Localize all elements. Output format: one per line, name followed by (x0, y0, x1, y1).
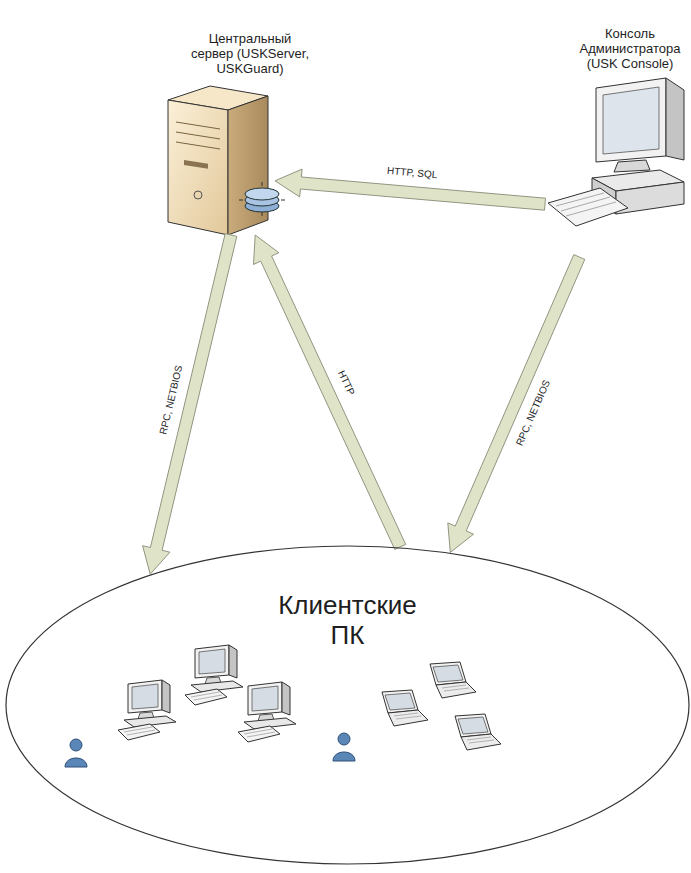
block-arrow (448, 255, 585, 553)
client-group: Клиентские ПК (5, 545, 690, 865)
client-computers (65, 645, 501, 767)
protocol-label: HTTP (334, 366, 358, 398)
node-heading: Центральный сервер (USKServer, USKGuard) (190, 31, 310, 76)
console-node: Консоль Администратора (USK Console) (545, 75, 688, 257)
node-heading: Консоль Администратора (USK Console) (570, 26, 690, 71)
block-arrow (143, 234, 237, 575)
console-icon (548, 78, 684, 226)
protocol-label: HTTP, SQL (384, 164, 439, 181)
group-title: Клиентские ПК (263, 590, 433, 650)
ellipse-shape (6, 546, 689, 864)
block-arrow (254, 235, 406, 549)
server-icon (168, 86, 285, 235)
server-node: Центральный сервер (USKServer, USKGuard) (165, 80, 275, 235)
database-icon (239, 182, 285, 216)
